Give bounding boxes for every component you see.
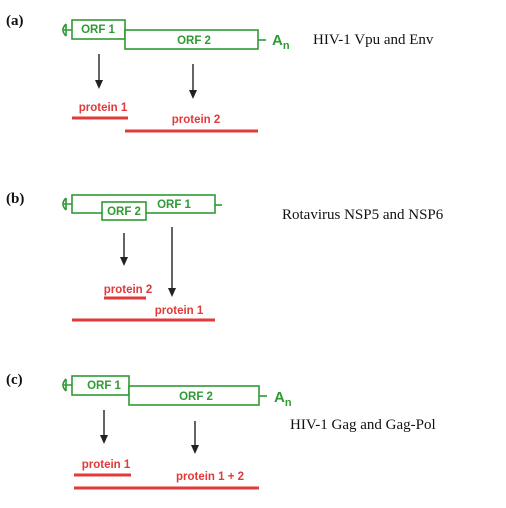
panel-c-protein12-label: protein 1 + 2 [176, 471, 244, 483]
panel-b-caption: Rotavirus NSP5 and NSP6 [282, 207, 444, 223]
panel-a-arrow-1-head [95, 80, 103, 89]
panel-a-polya: An [272, 32, 290, 52]
panel-b-arrow-2-head [120, 257, 128, 266]
panel-a: (a) ORF 1 ORF 2 An HIV-1 Vpu and Env pro… [6, 13, 434, 133]
panel-c-arrow-2-head [191, 445, 199, 454]
panel-a-orf2-label: ORF 2 [177, 35, 211, 47]
panel-a-orf1-label: ORF 1 [81, 24, 115, 36]
panel-b-label: (b) [6, 191, 24, 207]
panel-c: (c) ORF 1 ORF 2 An HIV-1 Gag and Gag-Pol… [6, 372, 436, 490]
panel-c-caption: HIV-1 Gag and Gag-Pol [290, 417, 436, 433]
panel-b-orf2-label: ORF 2 [107, 206, 141, 218]
panel-a-arrow-2-head [189, 90, 197, 99]
panel-a-label: (a) [6, 13, 24, 29]
panel-c-orf2-label: ORF 2 [179, 391, 213, 403]
panel-c-orf1-label: ORF 1 [87, 380, 121, 392]
panel-a-caption: HIV-1 Vpu and Env [313, 32, 434, 48]
cap-icon [62, 197, 72, 211]
cap-icon [62, 23, 72, 37]
panel-a-protein1-label: protein 1 [79, 102, 128, 114]
panel-c-label: (c) [6, 372, 23, 388]
panel-c-arrow-1-head [100, 435, 108, 444]
panel-b-protein1-label: protein 1 [155, 305, 204, 317]
panel-b-orf2-box [101, 201, 147, 221]
panel-b-arrow-1-head [168, 288, 176, 297]
panel-c-polya: An [274, 389, 292, 409]
panel-b-protein2-label: protein 2 [104, 284, 153, 296]
panel-c-protein1-label: protein 1 [82, 459, 131, 471]
panel-b-orf1-label: ORF 1 [157, 199, 191, 211]
panel-a-protein2-label: protein 2 [172, 114, 221, 126]
panel-b: (b) ORF 2 ORF 1 Rotavirus NSP5 and NSP6 … [6, 191, 444, 322]
cap-icon [62, 378, 72, 392]
